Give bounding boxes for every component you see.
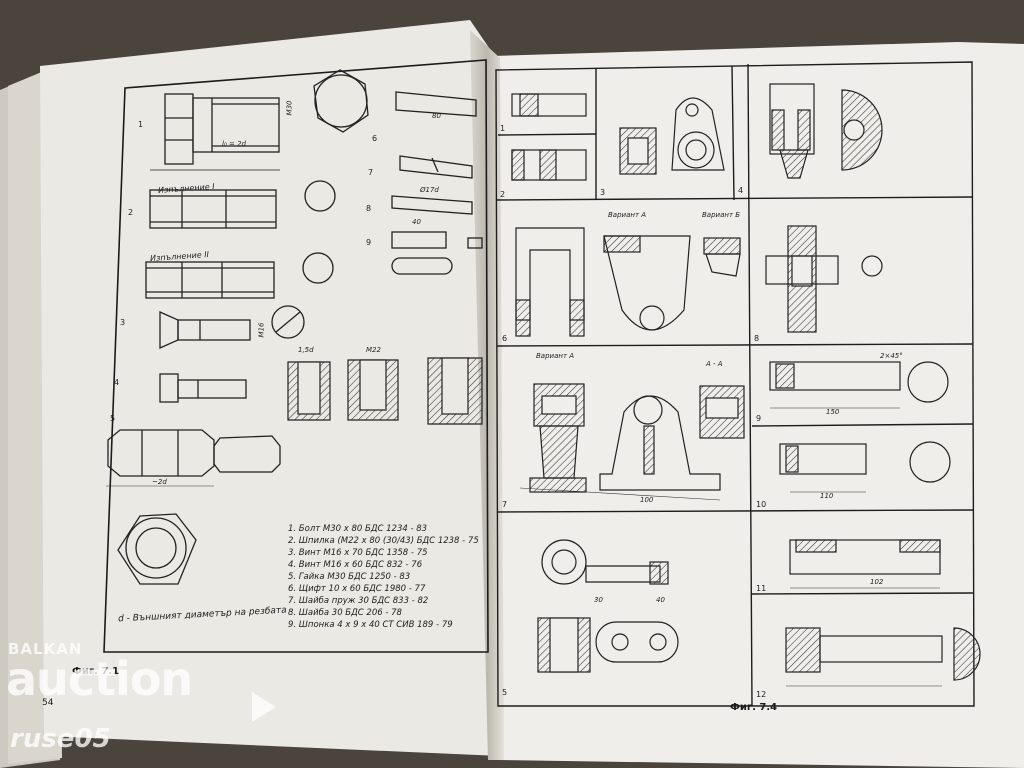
parts-list-item: 9. Шпонка 4 х 9 х 40 СТ СИВ 189 - 79 — [288, 620, 453, 630]
dimension-lines — [106, 407, 942, 687]
left-page — [40, 20, 500, 756]
washers-and-pins — [391, 91, 483, 275]
right-page — [492, 42, 1024, 768]
watermark-brand-top: BALKAN — [8, 640, 83, 658]
cell-number: 1 — [500, 124, 506, 133]
callout-number: 1 — [138, 120, 144, 129]
dim-110: 110 — [820, 492, 834, 500]
cell-number: 3 — [600, 188, 606, 197]
cell-3-4-drawings — [619, 83, 883, 179]
variant-a-label: Вариант А — [536, 352, 575, 360]
dim-40: 40 — [656, 596, 665, 604]
cell-number: 4 — [738, 186, 744, 195]
watermark-play-icon — [252, 692, 276, 722]
cell-7-8-9-drawings — [529, 361, 951, 493]
dim-m22: М22 — [366, 346, 381, 354]
cell-number: 12 — [756, 690, 767, 699]
figure-caption-right: Фиг. 7.4 — [730, 702, 778, 713]
dim-40: 40 — [412, 218, 421, 226]
dim-30: 30 — [594, 596, 603, 604]
dim-diameter: Ø17d — [420, 186, 439, 194]
cell-number: 9 — [756, 414, 762, 423]
callout-number: 7 — [368, 168, 374, 177]
parts-list-item: 1. Болт М30 х 80 БДС 1234 - 83 — [288, 524, 428, 534]
cell-number: 7 — [502, 500, 508, 509]
section-aa-label: А - А — [706, 360, 723, 368]
nut-drawings — [107, 429, 281, 585]
parts-list-item: 3. Винт М16 х 70 БДС 1358 - 75 — [288, 548, 428, 558]
dim-approx-2d: ~2d — [152, 478, 167, 486]
dim-chamfer: 2×45° — [880, 352, 903, 360]
right-grid — [495, 61, 975, 707]
callout-number: 2 — [128, 208, 134, 217]
callout-number: 5 — [110, 414, 116, 423]
cell-number: 5 — [502, 688, 508, 697]
cell-number: 8 — [754, 334, 760, 343]
screws-drawing — [159, 305, 305, 403]
cell-number: 11 — [756, 584, 767, 593]
dim-100: 100 — [640, 496, 654, 504]
dim-m16: М16 — [257, 322, 266, 338]
parts-list-item: 4. Винт М16 х 60 БДС 832 - 76 — [288, 560, 423, 570]
figure-caption-left: Фиг. 7.1 — [72, 666, 120, 677]
parts-list-item: 5. Гайка М30 БДС 1250 - 83 — [288, 572, 411, 582]
callout-number: 6 — [372, 134, 378, 143]
cell-number: 6 — [502, 334, 508, 343]
cell-11-12-drawings — [537, 539, 981, 681]
dim-m30: М30 — [285, 100, 294, 116]
callout-number: 9 — [366, 238, 372, 247]
bolt-drawing — [150, 69, 369, 171]
watermark-brand-main: auction — [6, 652, 193, 706]
parts-list-item: 6. Щифт 10 х 60 БДС 1980 - 77 — [288, 584, 426, 594]
callout-number: 4 — [114, 378, 120, 387]
callout-number: 3 — [120, 318, 126, 327]
cell-1-2-drawings — [511, 93, 587, 181]
variant-a-label: Вариант А — [608, 211, 647, 219]
threaded-holes — [287, 357, 483, 425]
parts-list-item: 8. Шайба 30 БДС 206 - 78 — [288, 608, 402, 618]
cell-number: 2 — [500, 190, 506, 199]
page-number: 54 — [42, 698, 54, 708]
dim-1-5d: 1,5d — [298, 346, 314, 354]
variant-b-label: Вариант Б — [702, 211, 741, 219]
stud-drawing — [145, 180, 336, 299]
cell-5-6-drawings — [515, 225, 883, 337]
callout-number: 8 — [366, 204, 372, 213]
left-drawing-frame — [103, 59, 489, 653]
dim-l2d: l₀ = 2d — [222, 140, 246, 148]
parts-list-item: 2. Шпилка (М22 х 80 (30/43) БДС 1238 - 7… — [288, 536, 479, 546]
dim-102: 102 — [870, 578, 884, 586]
cell-number: 10 — [756, 500, 767, 509]
dim-80: 80 — [432, 112, 441, 120]
parts-list-item: 7. Шайба пруж 30 БДС 833 - 82 — [288, 596, 429, 606]
watermark-seller: ruse05 — [10, 724, 111, 754]
dim-150: 150 — [826, 408, 840, 416]
